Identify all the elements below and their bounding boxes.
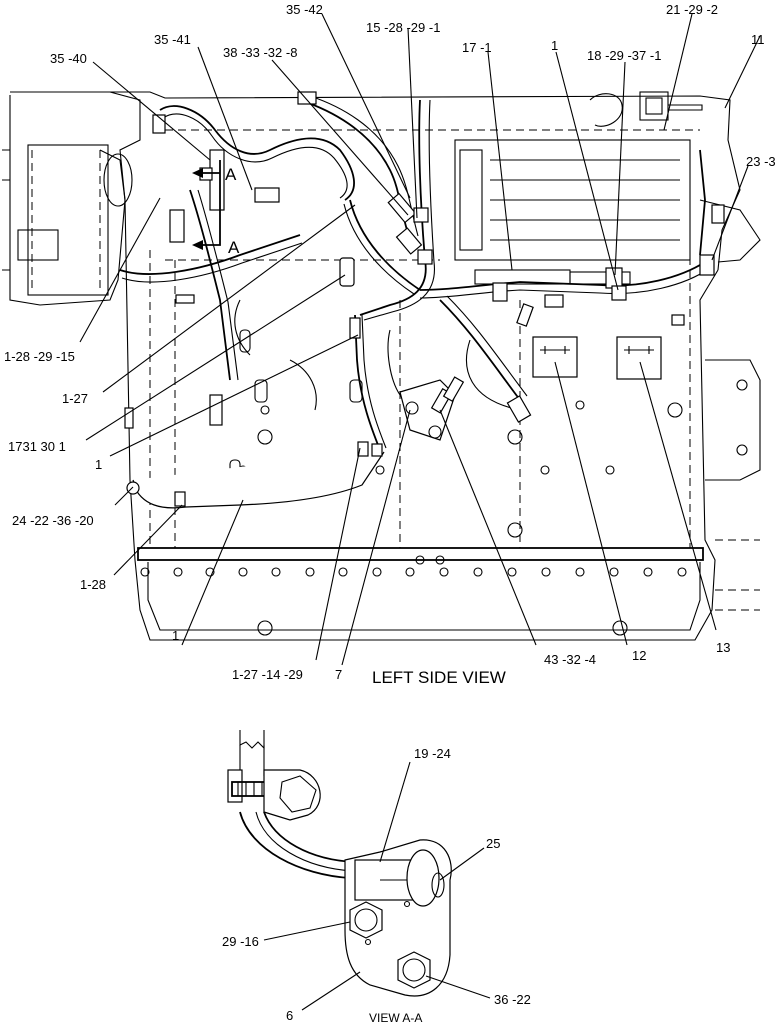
callout-1-27-14-29: 1-27 -14 -29 bbox=[232, 667, 303, 682]
callout-6: 6 bbox=[286, 1008, 293, 1023]
callout-35-42: 35 -42 bbox=[286, 2, 323, 17]
callout-19-24: 19 -24 bbox=[414, 746, 451, 761]
leader-lines bbox=[79, 13, 761, 666]
callout-24-22-36-20: 24 -22 -36 -20 bbox=[12, 513, 94, 528]
callout-35-41: 35 -41 bbox=[154, 32, 191, 47]
callout-11: 11 bbox=[751, 32, 765, 47]
callout-1731-30-1: 1731 30 1 bbox=[8, 439, 66, 454]
callout-36-22: 36 -22 bbox=[494, 992, 531, 1007]
callout-1-left: 1 bbox=[95, 457, 102, 472]
callout-1-bottom: 1 bbox=[172, 628, 179, 643]
callout-12: 12 bbox=[632, 648, 646, 663]
section-marker-a-bottom: A bbox=[228, 238, 240, 257]
callout-23-3: 23 -3 bbox=[746, 154, 776, 169]
engine-outline bbox=[2, 91, 761, 641]
callout-1-top: 1 bbox=[551, 38, 558, 53]
callout-38-33-32-8: 38 -33 -32 -8 bbox=[223, 45, 297, 60]
view-a-a-title: VIEW A-A bbox=[369, 1011, 422, 1025]
callout-17-1: 17 -1 bbox=[462, 40, 492, 55]
callout-21-29-2: 21 -29 -2 bbox=[666, 2, 718, 17]
callout-1-27-a: 1-27 bbox=[62, 391, 88, 406]
callout-18-29-37-1: 18 -29 -37 -1 bbox=[587, 48, 661, 63]
view-a-a-detail: 19 -24 25 29 -16 6 36 -22 VIEW A-A bbox=[222, 730, 531, 1025]
callout-1-28-29-15: 1-28 -29 -15 bbox=[4, 349, 75, 364]
wiring-harness bbox=[119, 95, 711, 509]
callout-15-28-29-1: 15 -28 -29 -1 bbox=[366, 20, 440, 35]
callout-29-16: 29 -16 bbox=[222, 934, 259, 949]
component-13-box bbox=[616, 336, 662, 380]
components bbox=[124, 91, 725, 507]
section-marker-a-top: A bbox=[225, 165, 237, 184]
section-markers: A A bbox=[192, 160, 240, 257]
left-side-view-title: LEFT SIDE VIEW bbox=[372, 668, 506, 687]
callout-43-32-4: 43 -32 -4 bbox=[544, 652, 596, 667]
callout-labels: 35 -40 35 -41 38 -33 -32 -8 35 -42 15 -2… bbox=[4, 2, 776, 687]
callout-1-28: 1-28 bbox=[80, 577, 106, 592]
callout-25: 25 bbox=[486, 836, 500, 851]
component-12-box bbox=[532, 336, 578, 378]
callout-7: 7 bbox=[335, 667, 342, 682]
callout-13: 13 bbox=[716, 640, 730, 655]
callout-35-40: 35 -40 bbox=[50, 51, 87, 66]
